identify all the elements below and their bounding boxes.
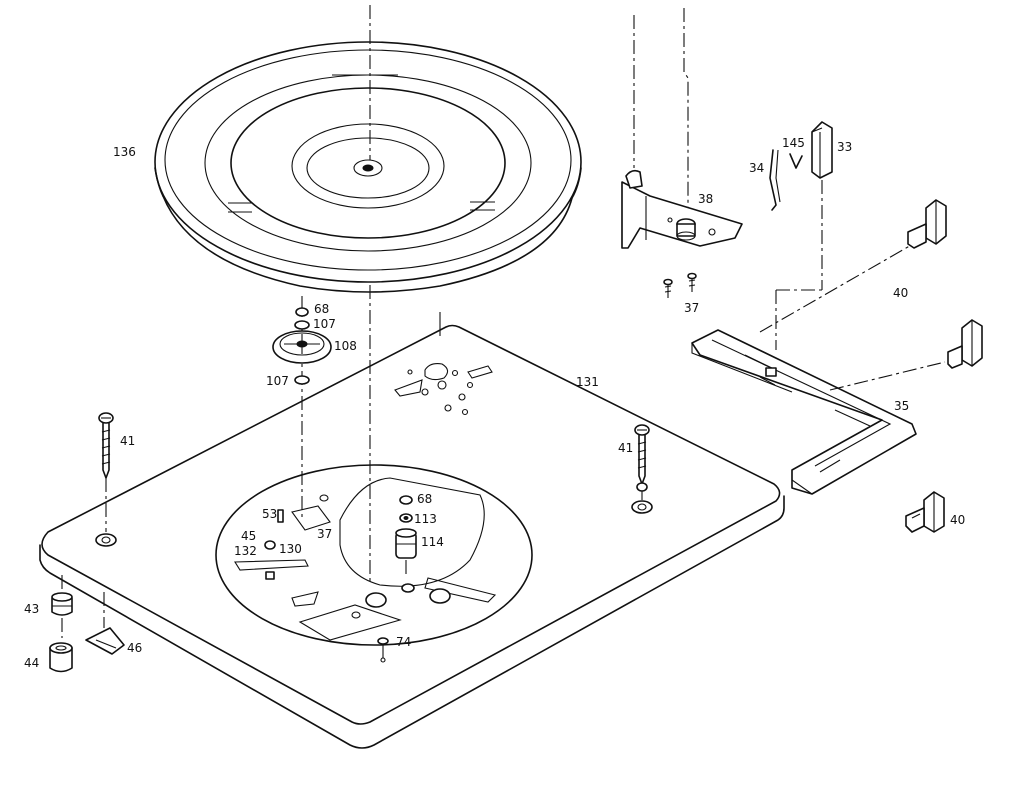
label-132: 132 [234, 544, 257, 558]
label-34: 34 [749, 161, 764, 175]
label-130: 130 [279, 542, 302, 556]
label-53: 53 [262, 507, 277, 521]
label-38: 38 [698, 192, 713, 206]
label-107-bottom: 107 [266, 374, 289, 388]
mounting-board [39, 312, 785, 749]
label-40-top: 40 [893, 286, 908, 300]
label-113: 113 [414, 512, 437, 526]
rest-40-right [947, 319, 983, 369]
screws-37 [663, 272, 697, 298]
label-35: 35 [894, 399, 909, 413]
label-37-center: 37 [317, 527, 332, 541]
label-37-screws: 37 [684, 301, 699, 315]
label-44: 44 [24, 656, 39, 670]
foot-44 [49, 642, 73, 673]
pulley-stack [272, 296, 332, 520]
rest-40-bottom [905, 491, 945, 533]
bolt-right [634, 424, 650, 500]
label-114: 114 [421, 535, 444, 549]
label-107-top: 107 [313, 317, 336, 331]
label-33: 33 [837, 140, 852, 154]
label-74: 74 [396, 635, 411, 649]
clip-46 [85, 592, 125, 655]
foot-43 [51, 575, 73, 638]
spring-34 [769, 149, 781, 211]
label-68-top: 68 [314, 302, 329, 316]
label-41-right: 41 [618, 441, 633, 455]
bracket-35 [691, 180, 946, 495]
label-40-bottom: 40 [950, 513, 965, 527]
label-46: 46 [127, 641, 142, 655]
tonearm-base [621, 8, 743, 249]
rest-40-top [907, 199, 947, 249]
block-33 [811, 121, 833, 179]
label-145: 145 [782, 136, 805, 150]
label-45: 45 [241, 529, 256, 543]
turntable-platter [154, 5, 582, 585]
label-41-left: 41 [120, 434, 135, 448]
bolt-left [98, 412, 114, 532]
label-43: 43 [24, 602, 39, 616]
clip-145 [789, 153, 803, 169]
label-136: 136 [113, 145, 136, 159]
label-108: 108 [334, 339, 357, 353]
center-stack [377, 495, 417, 663]
label-131: 131 [576, 375, 599, 389]
label-68-center: 68 [417, 492, 432, 506]
